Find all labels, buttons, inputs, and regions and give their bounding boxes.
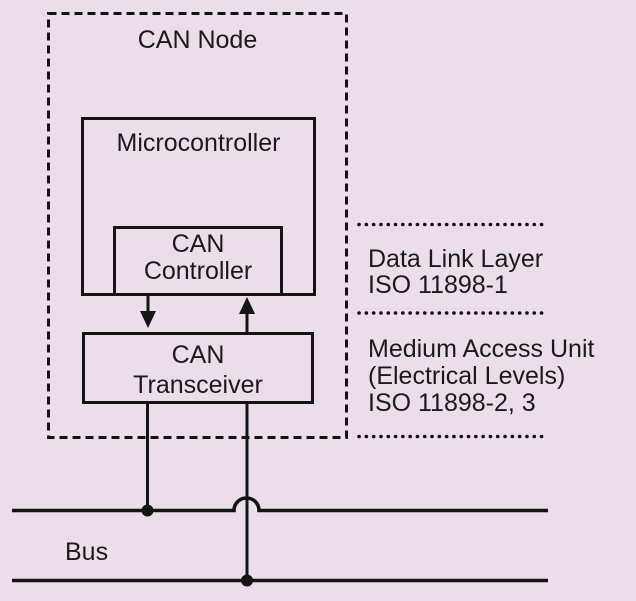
can-node-title: CAN Node — [137, 26, 258, 54]
can-node-dashed-box — [47, 12, 348, 439]
can-controller-box — [113, 226, 283, 296]
medium-access-line3: ISO 11898-2, 3 — [368, 389, 536, 417]
data-link-layer-line2: ISO 11898-1 — [368, 271, 508, 299]
can-controller-label-line1: CAN — [171, 230, 225, 258]
can-transceiver-label-line2: Transceiver — [133, 371, 263, 399]
microcontroller-label: Microcontroller — [116, 129, 281, 157]
junction-dot-bottom — [241, 574, 253, 587]
can-transceiver-label-line1: CAN — [171, 341, 225, 369]
bus-label: Bus — [65, 538, 109, 566]
bus-wire-top — [12, 496, 548, 513]
medium-access-line1: Medium Access Unit — [368, 335, 595, 363]
junction-dot-top — [141, 504, 154, 517]
can-transceiver-box — [82, 332, 314, 404]
medium-access-annotation: Medium Access Unit(Electrical Levels)ISO… — [368, 336, 594, 417]
medium-access-line2: (Electrical Levels) — [368, 362, 566, 390]
up-arrow-icon — [239, 297, 255, 314]
can-controller-label-line2: Controller — [143, 257, 253, 285]
down-arrow-icon — [140, 311, 156, 328]
data-link-layer-line1: Data Link Layer — [368, 245, 544, 273]
